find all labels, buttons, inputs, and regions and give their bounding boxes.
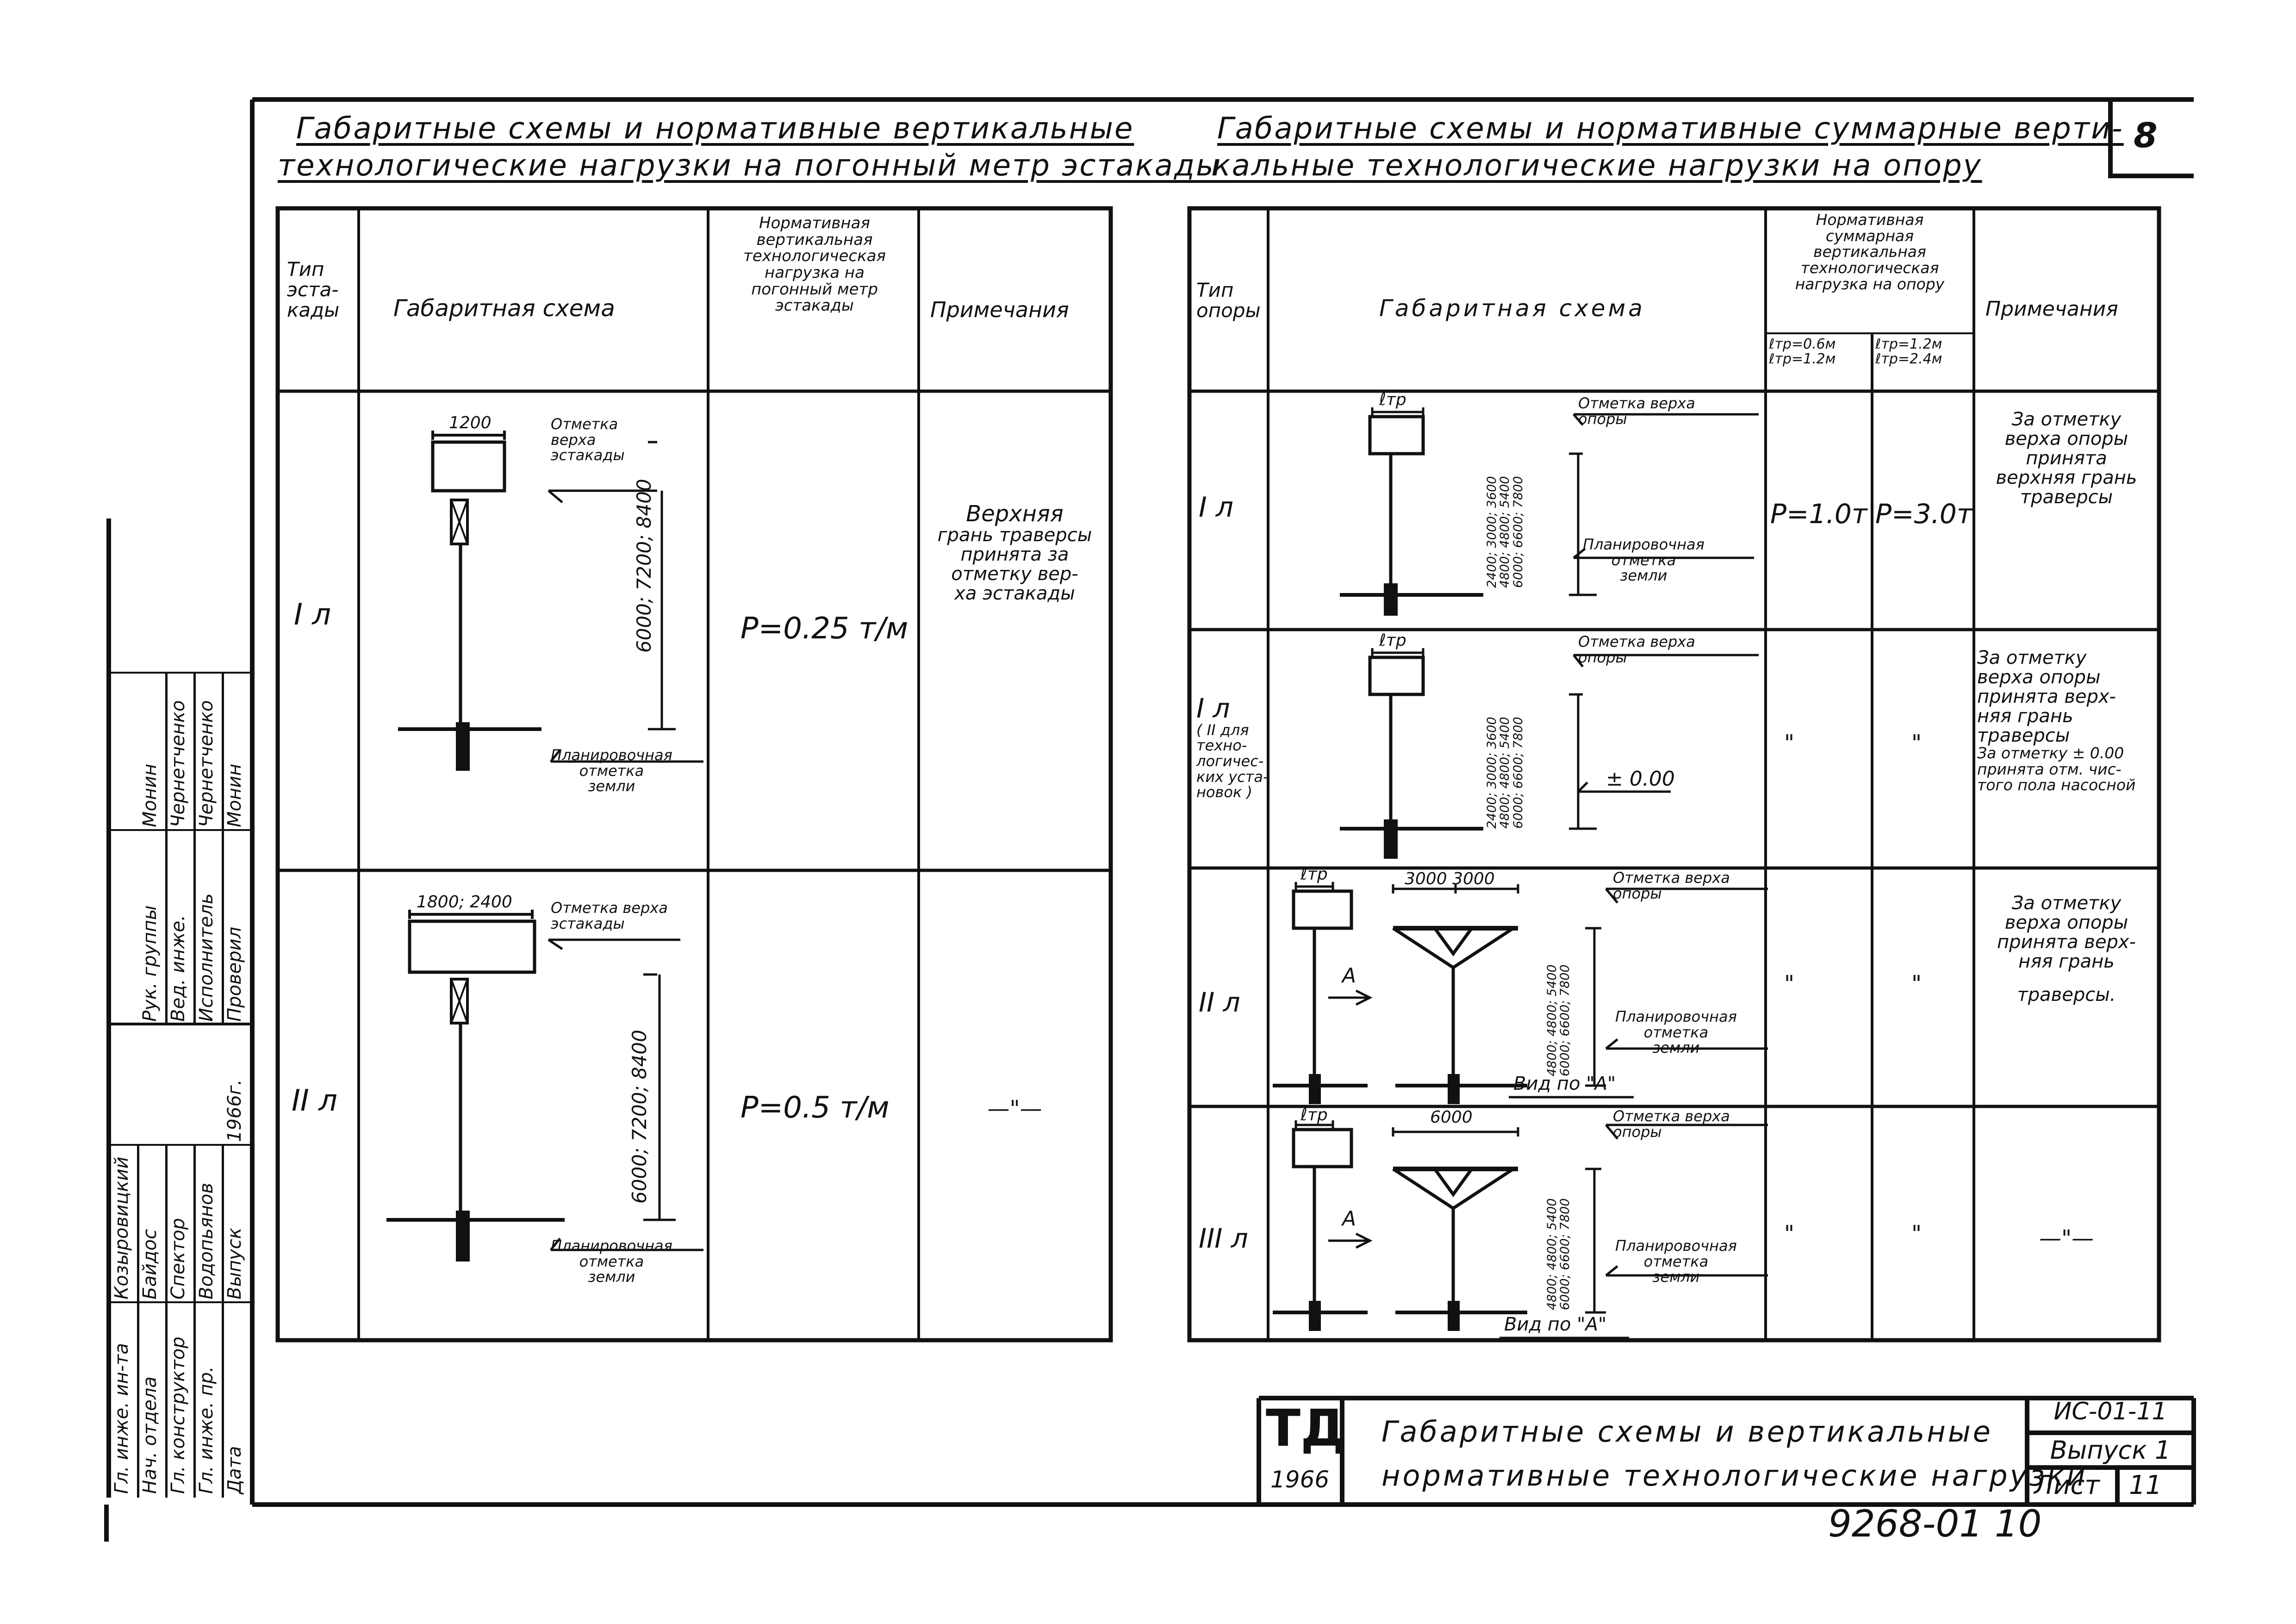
left-row1-type: I л [294, 598, 331, 632]
right-row1-width-dim: ℓтр [1379, 390, 1406, 409]
right-row3-width-dim: ℓтр [1300, 865, 1328, 884]
right-row1-type: I л [1199, 491, 1234, 524]
right-row4-width-dim: ℓтр [1300, 1106, 1328, 1124]
stamp-role: Вед. инже. [168, 831, 196, 1025]
stamp-name: Чернетченко [168, 674, 196, 831]
right-row1-load2: P=3.0т [1875, 498, 1972, 530]
left-section-title-line1: Габаритные схемы и нормативные вертикаль… [296, 112, 1134, 146]
stamp-date: 1966г. [224, 1079, 245, 1142]
right-section-title-line2: кальные технологические нагрузки на опор… [1213, 149, 1982, 183]
right-row4-load2: " [1911, 1221, 1922, 1247]
title-block-title-line2: нормативные технологические нагрузки [1381, 1459, 2088, 1493]
stamp-role: Проверил [224, 831, 252, 1025]
document-number: 9268-01 10 [1828, 1502, 2042, 1545]
title-block-year: 1966 [1270, 1466, 1330, 1493]
stamp-group-authors: Рук. группы Вед. инже. Исполнитель Прове… [111, 518, 252, 1025]
title-block-sheet-value: 11 [2129, 1470, 2162, 1500]
left-header-notes: Примечания [930, 297, 1069, 322]
stamp-name: Монин [224, 674, 252, 831]
right-section-title-line1: Габаритные схемы и нормативные суммарные… [1217, 112, 2124, 146]
right-row4-width2-dim: 6000 [1430, 1108, 1473, 1127]
stamp-role: Гл. инже. ин-та [111, 1303, 139, 1498]
right-row2-load2: " [1911, 730, 1922, 756]
stamp-name: Монин [139, 674, 168, 831]
right-row4-type: III л [1199, 1223, 1248, 1254]
stamp-group-chief: Гл. инже. ин-та Нач. отдела Гл. конструк… [111, 1023, 252, 1498]
stamp-role: Дата [224, 1303, 252, 1498]
right-row2-zero-mark: ± 0.00 [1606, 767, 1675, 791]
right-row1-load1: P=1.0т [1770, 498, 1867, 530]
title-block-issue: Выпуск 1 [2050, 1436, 2171, 1465]
left-row1-width-dim: 1200 [449, 413, 492, 432]
left-row2-load: P=0.5 т/м [740, 1091, 890, 1125]
title-block-sheet-label: Лист [2034, 1470, 2100, 1500]
stamp-name: Байдос [139, 1146, 168, 1303]
left-row2-width-dim: 1800; 2400 [417, 893, 512, 912]
left-row2-height-dim: 6000; 7200; 8400 [628, 1030, 651, 1204]
left-row1-height-dim: 6000; 7200; 8400 [633, 479, 655, 653]
right-row3-load1: " [1784, 971, 1795, 997]
right-row3-load2: " [1911, 971, 1922, 997]
stamp-name: Чернетченко [196, 674, 224, 831]
right-row3-type: II л [1199, 987, 1240, 1018]
right-row4-view-label: Вид по "А" [1504, 1314, 1607, 1335]
left-section-title-line2: технологические нагрузки на погонный мет… [278, 149, 1221, 183]
stamp-name: Спектор [168, 1146, 196, 1303]
stamp-name: Водопьянов [196, 1146, 224, 1303]
right-row2-width-dim: ℓтр [1379, 631, 1406, 650]
right-row4-arrow-label: А [1342, 1207, 1356, 1230]
stamp-role: Исполнитель [196, 831, 224, 1025]
title-block-title-line1: Габаритные схемы и вертикальные [1381, 1415, 1993, 1449]
left-row1-load: P=0.25 т/м [740, 612, 908, 646]
stamp-role: Гл. конструктор [168, 1303, 196, 1498]
title-block-code: ИС-01-11 [2053, 1398, 2167, 1425]
right-row4-note: —"— [2039, 1225, 2094, 1251]
right-row3-arrow-label: А [1342, 964, 1356, 987]
right-row3-width2-dim: 3000 3000 [1405, 869, 1495, 888]
stamp-role: Гл. инже. пр. [196, 1303, 224, 1498]
stamp-name: Козыровицкий [111, 1146, 139, 1303]
sheet-number: 8 [2134, 116, 2158, 156]
left-header-scheme: Габаритная схема [393, 295, 615, 322]
stamp-role: Рук. группы [139, 831, 168, 1025]
approval-stamp: Гл. инже. ин-та Нач. отдела Гл. конструк… [106, 518, 252, 1498]
right-row4-load1: " [1784, 1221, 1795, 1247]
right-row3-view-label: Вид по "А" [1513, 1073, 1616, 1094]
left-row2-type: II л [292, 1084, 337, 1118]
stamp-name: Выпуск [224, 1146, 252, 1303]
right-header-notes: Примечания [1985, 297, 2118, 321]
right-header-scheme: Габаритная схема [1379, 295, 1645, 322]
title-block-logo: ТД [1266, 1399, 1346, 1458]
right-row2-load1: " [1784, 730, 1795, 756]
left-row2-note: —"— [987, 1096, 1042, 1122]
stamp-role: Нач. отдела [139, 1303, 168, 1498]
